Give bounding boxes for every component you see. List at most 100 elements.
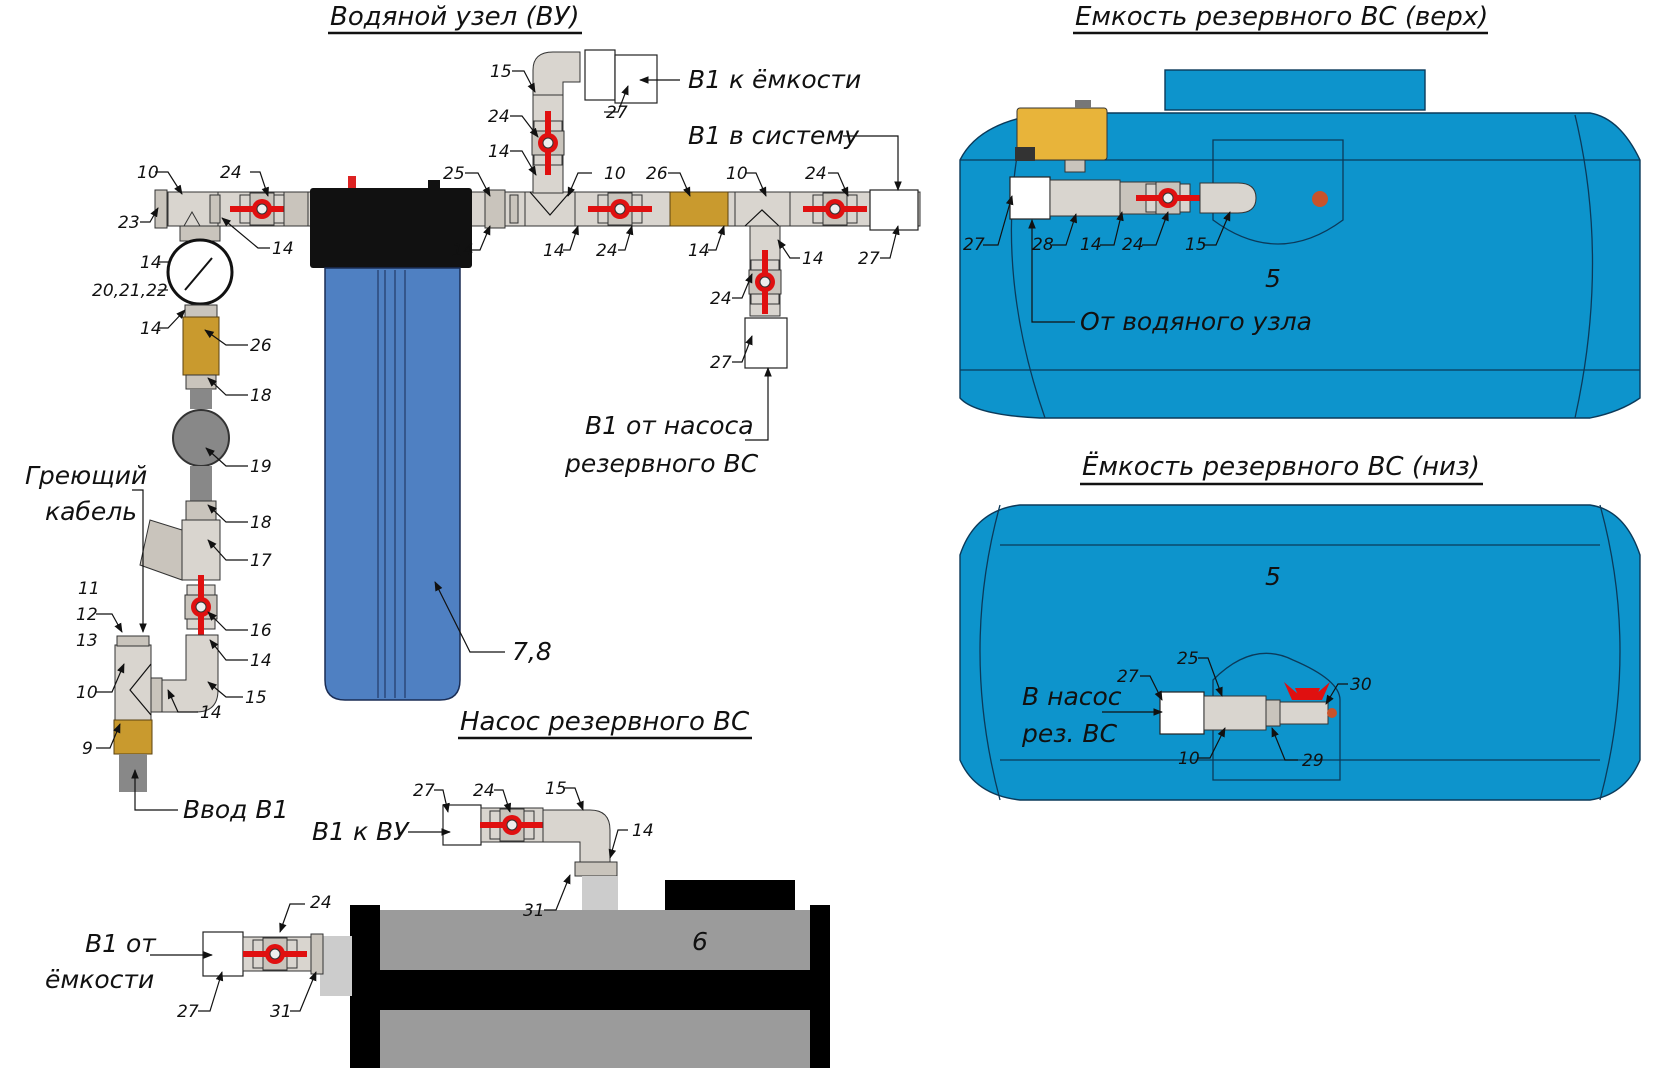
- callout-label: 24: [310, 893, 332, 913]
- callout-label: 14: [140, 253, 162, 273]
- callout-label: 12: [76, 605, 98, 625]
- callout-label: 14: [802, 249, 824, 269]
- callout-label: 18: [250, 513, 272, 533]
- callout-label: 15: [490, 62, 512, 82]
- tank-bottom-label: 5: [1265, 562, 1281, 591]
- caption-to-pump-2: рез. ВС: [1021, 719, 1118, 748]
- section-titles: Водяной узел (ВУ) Емкость резервного ВС …: [328, 2, 1488, 740]
- callout-label: 16: [250, 621, 272, 641]
- tank-port-icon: [1312, 191, 1328, 207]
- callout-label: 14: [488, 142, 510, 162]
- caption-from-pump-2: резервного ВС: [564, 449, 759, 478]
- callout-label: 13: [76, 631, 98, 651]
- tank-top-view: 27 28 14 24 15 5 От водяного узла: [959, 69, 1641, 419]
- callout-label: 27: [710, 353, 732, 373]
- callout-label: 26: [646, 164, 668, 184]
- callout-label: 9: [82, 739, 93, 759]
- callout-label: 27: [177, 1002, 199, 1022]
- callout-label: 10: [604, 164, 626, 184]
- butterfly-handle-icon: [1284, 682, 1330, 700]
- callout-label: 10: [137, 163, 159, 183]
- pipe-adapter: [869, 189, 919, 231]
- callout-label: 10: [76, 683, 98, 703]
- ball-valve-icon: [242, 937, 308, 971]
- pump-assembly: 6 27 24 15 14 31 24 27 31 В1 к ВУ В1 от …: [45, 779, 830, 1068]
- callout-label: 15: [545, 779, 567, 799]
- callout-label: 24: [488, 107, 510, 127]
- water-unit-callouts: 10 23 24 14 14 20,21,22 14 26 18 19 18 1…: [76, 62, 900, 759]
- callout-label: 24: [805, 164, 827, 184]
- callout-label: 20,21,22: [92, 281, 168, 301]
- caption-from-tank-1: В1 от: [85, 929, 157, 958]
- callout-label: 27: [1117, 667, 1139, 687]
- ball-valve-icon: [587, 192, 653, 226]
- pipe-adapter: [744, 317, 788, 369]
- ball-valve-icon: [748, 249, 782, 315]
- caption-heating-cable-1: Греющий: [25, 461, 147, 490]
- tank-top-label: 5: [1265, 264, 1281, 293]
- title-water-unit: Водяной узел (ВУ): [330, 2, 580, 32]
- callout-label: 27: [963, 235, 985, 255]
- callout-label: 14: [140, 319, 162, 339]
- title-tank-top: Емкость резервного ВС (верх): [1075, 2, 1488, 32]
- caption-to-water-unit: В1 к ВУ: [312, 817, 410, 846]
- callout-label: 26: [250, 336, 272, 356]
- callout-label: 10: [1178, 749, 1200, 769]
- callout-label: 29: [1302, 751, 1324, 771]
- water-meter-icon: [172, 409, 230, 467]
- pipe-adapter: [1009, 176, 1051, 220]
- filter-head: [310, 188, 472, 268]
- elbow-fitting: [159, 634, 219, 713]
- tank-body: [959, 504, 1641, 801]
- callout-label: 14: [200, 703, 222, 723]
- callout-label: 24: [710, 289, 732, 309]
- filter-label: 7,8: [512, 637, 552, 666]
- caption-heating-cable-2: кабель: [45, 497, 137, 526]
- callout-label: 15: [1185, 235, 1207, 255]
- callout-label: 14: [543, 241, 565, 261]
- title-tank-bottom: Ёмкость резервного ВС (низ): [1082, 450, 1480, 482]
- callout-label: 27: [606, 103, 628, 123]
- caption-from-pump-1: В1 от насоса: [585, 411, 754, 440]
- check-valve: [182, 316, 220, 376]
- callout-label: 31: [523, 901, 545, 921]
- pipe-adapter: [614, 54, 658, 104]
- filter-housing: [324, 267, 461, 701]
- callout-label: 28: [1032, 235, 1054, 255]
- callout-label: 24: [1122, 235, 1144, 255]
- callout-label: 14: [1080, 235, 1102, 255]
- callout-label: 25: [443, 164, 465, 184]
- tee-fitting: [1203, 695, 1267, 731]
- ball-valve-icon: [479, 808, 545, 842]
- callout-label: 25: [1177, 649, 1199, 669]
- callout-label: 10: [726, 164, 748, 184]
- callout-label: 11: [78, 579, 100, 599]
- callout-label: 31: [270, 1002, 292, 1022]
- callout-label: 14: [632, 821, 654, 841]
- water-unit-assembly: [113, 49, 921, 792]
- callout-label: 23: [118, 213, 140, 233]
- callout-label: 14: [452, 241, 474, 261]
- callout-label: 27: [413, 781, 435, 801]
- callout-label: 27: [858, 249, 880, 269]
- callout-label: 14: [250, 651, 272, 671]
- callout-label: 17: [250, 551, 272, 571]
- ball-valve-icon: [802, 192, 868, 226]
- ball-valve-icon: [1135, 181, 1201, 215]
- callout-label: 14: [272, 239, 294, 259]
- actuator-box: [1016, 107, 1108, 161]
- check-valve: [669, 191, 729, 227]
- pump-label: 6: [692, 927, 708, 956]
- caption-to-pump-1: В насос: [1022, 682, 1122, 711]
- callout-label: 30: [1350, 675, 1372, 695]
- ball-valve-icon: [184, 574, 218, 640]
- elbow-fitting: [532, 51, 581, 96]
- pipe-adapter: [1159, 691, 1205, 735]
- callout-label: 15: [245, 688, 267, 708]
- callout-label: 24: [220, 163, 242, 183]
- caption-inlet: Ввод В1: [183, 795, 288, 824]
- pipe-adapter: [442, 804, 482, 846]
- callout-label: 18: [250, 386, 272, 406]
- elbow-fitting: [542, 809, 611, 863]
